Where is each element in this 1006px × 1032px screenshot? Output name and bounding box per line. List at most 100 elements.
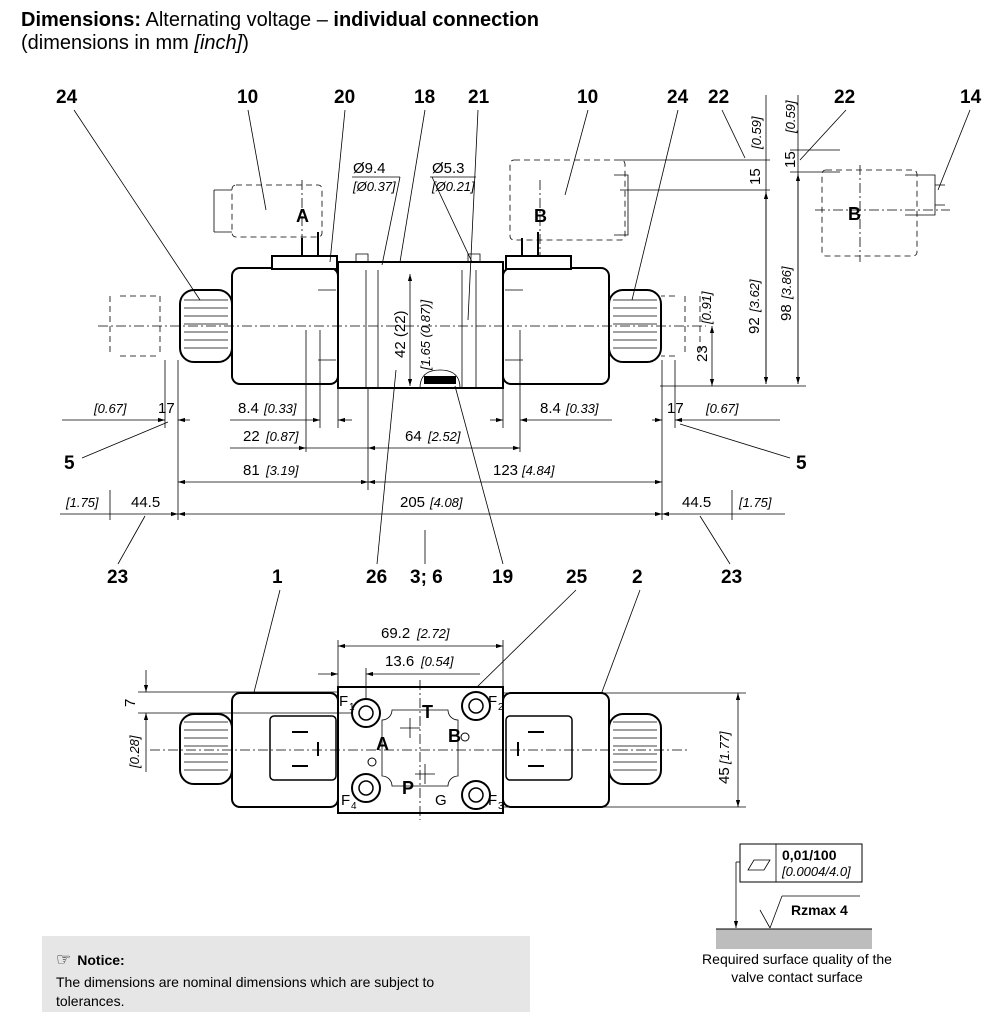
port-g-label: G <box>435 792 447 809</box>
item-22a: 22 <box>708 87 729 108</box>
dim-44-5a: 44.5 <box>131 494 160 511</box>
dim-2-52: [2.52] <box>427 429 461 444</box>
dim-81: 81 <box>243 462 260 479</box>
item-21: 21 <box>468 87 490 108</box>
dim-64: 64 <box>405 428 422 445</box>
dim-1-75b: [1.75] <box>738 495 772 510</box>
item-24a: 24 <box>56 87 78 108</box>
dim-dia-0-37: [Ø0.37] <box>352 179 396 194</box>
dim-0-54: [0.54] <box>420 654 454 669</box>
dim-123: 123 <box>493 462 518 479</box>
surface-caption-line1: Required surface quality of the <box>702 951 892 967</box>
port-f1-label: F <box>339 693 348 710</box>
dimension-annotations-top: Ø9.4 [Ø0.37] Ø5.3 [Ø0.21] 15 [0.59] 15 [… <box>60 95 840 520</box>
dim-92: 92 <box>746 317 763 334</box>
item-3-6: 3; 6 <box>410 567 443 588</box>
dim-23: 23 <box>694 345 711 362</box>
port-b-rotated-label: B <box>848 204 861 224</box>
dim-1-75a: [1.75] <box>65 495 99 510</box>
dim-8-4b: 8.4 <box>540 400 561 417</box>
dim-17a: 17 <box>158 400 175 417</box>
pointing-hand-icon: ☞ <box>56 950 72 969</box>
item-26: 26 <box>366 567 387 588</box>
item-24b: 24 <box>667 87 689 108</box>
plug-b-rotated <box>821 169 918 257</box>
dim-0-59b: [0.59] <box>783 100 798 134</box>
svg-text:2: 2 <box>498 702 504 713</box>
item-5a: 5 <box>64 453 75 474</box>
dim-2-72: [2.72] <box>416 626 450 641</box>
surface-quality-symbol: 0,01/100 [0.0004/4.0] Rzmax 4 Required s… <box>702 843 892 985</box>
port-a-top-label: A <box>376 734 389 754</box>
dim-dia-0-21: [Ø0.21] <box>431 179 475 194</box>
dim-205: 205 <box>400 494 425 511</box>
svg-text:1: 1 <box>349 702 355 713</box>
dim-13-6: 13.6 <box>385 653 414 670</box>
title-line2-open: (dimensions in mm <box>21 32 195 54</box>
roughness-value: Rzmax 4 <box>791 902 848 918</box>
flatness-inch-value: [0.0004/4.0] <box>781 864 851 879</box>
dim-dia-5-3: Ø5.3 <box>432 160 465 177</box>
item-19: 19 <box>492 567 513 588</box>
plug-a <box>231 184 323 238</box>
valve-side-view <box>98 159 950 389</box>
dim-44-5b: 44.5 <box>682 494 711 511</box>
port-f3-label: F <box>488 792 497 809</box>
dim-0-91: [0.91] <box>699 291 714 325</box>
svg-text:4: 4 <box>351 801 357 812</box>
notice-heading-text: Notice: <box>77 952 125 968</box>
plug-b <box>509 159 626 241</box>
notice-heading: ☞ Notice: <box>56 950 125 970</box>
item-18: 18 <box>414 87 435 108</box>
port-t-label: T <box>422 702 433 722</box>
dim-3-19: [3.19] <box>265 463 299 478</box>
item-23b: 23 <box>721 567 742 588</box>
dim-0-87: [0.87] <box>265 429 299 444</box>
dim-1-77: [1.77] <box>717 731 732 765</box>
dim-15a: 15 <box>747 168 764 185</box>
dim-0-33b: [0.33] <box>565 401 599 416</box>
port-b-top-label: B <box>448 726 461 746</box>
title-prefix: Dimensions: <box>21 9 142 31</box>
dim-17b: 17 <box>667 400 684 417</box>
dim-1-65: [1.65 (0.87)] <box>418 300 433 371</box>
dim-0-28: [0.28] <box>127 735 142 769</box>
item-25: 25 <box>566 567 588 588</box>
dim-22: 22 <box>243 428 260 445</box>
port-b-label: B <box>534 206 547 226</box>
dim-4-84: [4.84] <box>521 463 555 478</box>
flatness-value: 0,01/100 <box>782 847 837 863</box>
item-10a: 10 <box>237 87 258 108</box>
valve-top-view: 1 25 2 <box>122 567 746 820</box>
port-f4-label: F <box>341 792 350 809</box>
dim-98: 98 <box>778 304 795 321</box>
dim-42: 42 (22) <box>392 310 409 358</box>
dim-69-2: 69.2 <box>381 625 410 642</box>
item-2: 2 <box>632 567 643 588</box>
item-20: 20 <box>334 87 355 108</box>
dim-15b: 15 <box>782 151 799 168</box>
port-p-label: P <box>402 778 414 798</box>
dim-0-59a: [0.59] <box>749 116 764 150</box>
dim-0-33a: [0.33] <box>263 401 297 416</box>
dim-8-4a: 8.4 <box>238 400 259 417</box>
dim-0-67a: [0.67] <box>93 401 127 416</box>
notice-box: ☞Notice: The dimensions are nominal dime… <box>42 936 530 1012</box>
item-5b: 5 <box>796 453 807 474</box>
surface-caption-line2: valve contact surface <box>731 969 863 985</box>
title-line2-italic: [inch] <box>194 32 243 54</box>
dim-dia-9-4: Ø9.4 <box>353 160 386 177</box>
port-seal <box>419 369 461 389</box>
svg-text:3: 3 <box>498 801 504 812</box>
dim-45: 45 <box>716 767 733 784</box>
title-line2-close: ) <box>242 32 249 54</box>
dim-3-62: [3.62] <box>747 279 762 313</box>
valve-housing <box>337 261 504 389</box>
port-f2-label: F <box>488 693 497 710</box>
dim-4-08: [4.08] <box>429 495 463 510</box>
title-text: Alternating voltage – <box>141 9 334 31</box>
item-14: 14 <box>960 87 982 108</box>
dim-0-67b: [0.67] <box>705 401 739 416</box>
title-bold: individual connection <box>333 9 539 31</box>
